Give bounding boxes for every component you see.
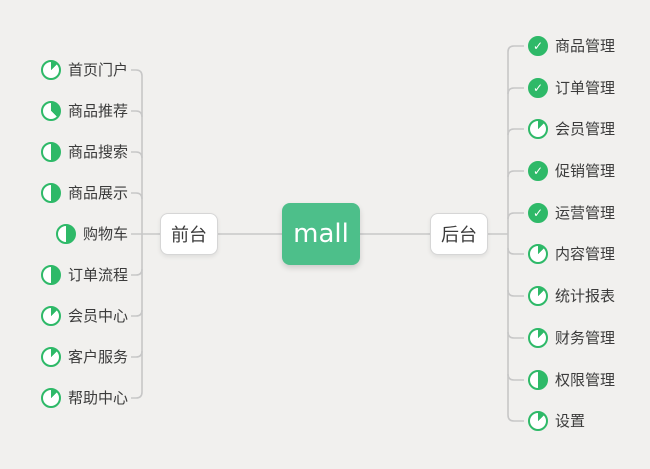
mindmap-item[interactable]: 订单管理	[528, 76, 615, 100]
progress-check-icon	[528, 203, 548, 223]
progress-pie-icon	[528, 411, 548, 431]
progress-pie-icon	[40, 142, 61, 162]
item-label: 设置	[555, 412, 586, 430]
branch-label: 后台	[441, 225, 477, 246]
mindmap-item[interactable]: 商品管理	[528, 34, 615, 58]
progress-pie-icon	[528, 244, 548, 264]
item-label: 客户服务	[67, 348, 128, 366]
item-label: 促销管理	[555, 162, 616, 180]
progress-pie-icon	[55, 224, 76, 244]
branch-node-backend[interactable]: 后台	[430, 213, 488, 255]
frontend-item-list: 首页门户 商品推荐 商品搜索 商品展示 购物车 订单流程 会员中心 客户服务 帮…	[0, 0, 128, 469]
item-label: 商品展示	[67, 184, 128, 202]
progress-pie-icon	[528, 370, 548, 390]
item-label: 内容管理	[555, 245, 616, 263]
mindmap-item[interactable]: 客户服务	[40, 345, 128, 369]
connector-right-bracket	[487, 45, 524, 422]
mindmap-item[interactable]: 内容管理	[528, 242, 615, 266]
mindmap-item[interactable]: 商品搜索	[40, 140, 128, 164]
mindmap-item[interactable]: 购物车	[55, 222, 128, 246]
progress-check-icon	[528, 78, 548, 98]
mindmap-item[interactable]: 促销管理	[528, 159, 615, 183]
mindmap-item[interactable]: 商品展示	[40, 181, 128, 205]
progress-check-icon	[528, 36, 548, 56]
item-label: 商品搜索	[67, 143, 128, 161]
progress-pie-icon	[40, 101, 61, 121]
progress-pie-icon	[528, 328, 548, 348]
progress-pie-icon	[40, 306, 61, 326]
mindmap-item[interactable]: 统计报表	[528, 284, 615, 308]
branch-node-frontend[interactable]: 前台	[160, 213, 218, 255]
mindmap-item[interactable]: 帮助中心	[40, 386, 128, 410]
item-label: 运营管理	[555, 204, 616, 222]
progress-pie-icon	[40, 388, 61, 408]
item-label: 会员管理	[555, 120, 616, 138]
mindmap-item[interactable]: 商品推荐	[40, 99, 128, 123]
progress-pie-icon	[40, 60, 61, 80]
root-node-label: mall	[293, 219, 349, 249]
item-label: 统计报表	[555, 287, 616, 305]
item-label: 购物车	[82, 225, 128, 243]
mindmap-item[interactable]: 会员管理	[528, 117, 615, 141]
progress-pie-icon	[528, 119, 548, 139]
item-label: 会员中心	[67, 307, 128, 325]
mindmap-item[interactable]: 订单流程	[40, 263, 128, 287]
backend-item-list: 商品管理 订单管理 会员管理 促销管理 运营管理 内容管理 统计报表 财务管理 …	[528, 0, 650, 469]
mindmap-item[interactable]: 会员中心	[40, 304, 128, 328]
progress-check-icon	[528, 161, 548, 181]
root-node-mall[interactable]: mall	[282, 203, 360, 265]
progress-pie-icon	[40, 265, 61, 285]
mindmap-item[interactable]: 财务管理	[528, 326, 615, 350]
mindmap-item[interactable]: 首页门户	[40, 58, 128, 82]
item-label: 商品管理	[555, 37, 616, 55]
progress-pie-icon	[40, 347, 61, 367]
item-label: 权限管理	[555, 371, 616, 389]
item-label: 订单流程	[67, 266, 128, 284]
mindmap-item[interactable]: 运营管理	[528, 201, 615, 225]
progress-pie-icon	[528, 286, 548, 306]
item-label: 商品推荐	[67, 102, 128, 120]
mindmap-item[interactable]: 权限管理	[528, 368, 615, 392]
item-label: 首页门户	[67, 61, 128, 79]
branch-label: 前台	[171, 225, 207, 246]
item-label: 帮助中心	[67, 389, 128, 407]
progress-pie-icon	[40, 183, 61, 203]
item-label: 财务管理	[555, 329, 616, 347]
item-label: 订单管理	[555, 79, 616, 97]
mindmap-item[interactable]: 设置	[528, 409, 585, 433]
